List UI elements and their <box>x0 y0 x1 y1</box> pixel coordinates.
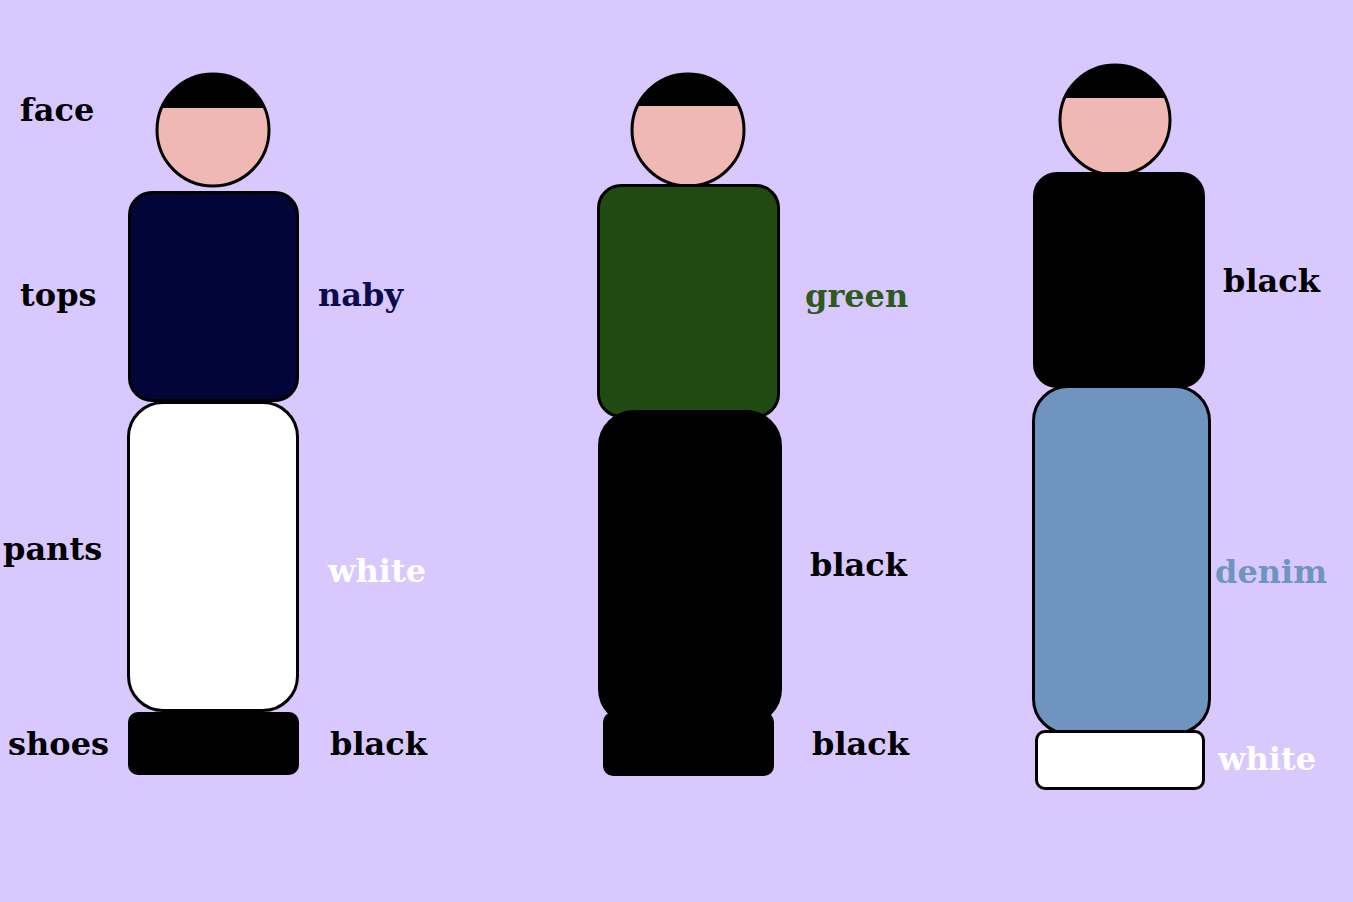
pants-garment: white <box>127 401 299 712</box>
pants-garment: denim <box>1032 385 1211 735</box>
color-label: black <box>1223 264 1320 299</box>
color-label: green <box>805 279 908 314</box>
top-garment: black <box>1033 172 1205 388</box>
color-label: naby <box>318 278 403 313</box>
part-name: shoes <box>8 727 109 762</box>
color-label: black <box>810 548 907 583</box>
color-label: denim <box>1215 555 1327 590</box>
head <box>625 60 755 186</box>
color-label: black <box>812 727 909 762</box>
head <box>150 60 280 186</box>
color-label: white <box>328 554 426 589</box>
top-garment: naby <box>128 191 299 402</box>
part-name: tops <box>20 278 97 313</box>
shoes-garment: black <box>128 712 299 775</box>
shoes-garment: white <box>1035 730 1205 790</box>
color-label: white <box>1218 742 1316 777</box>
part-name: pants <box>3 532 102 567</box>
top-garment: green <box>597 184 780 418</box>
color-label: black <box>330 727 427 762</box>
pants-garment: black <box>598 410 782 725</box>
shoes-garment: black <box>603 712 774 776</box>
head <box>1055 50 1185 175</box>
part-name: face <box>20 93 94 128</box>
